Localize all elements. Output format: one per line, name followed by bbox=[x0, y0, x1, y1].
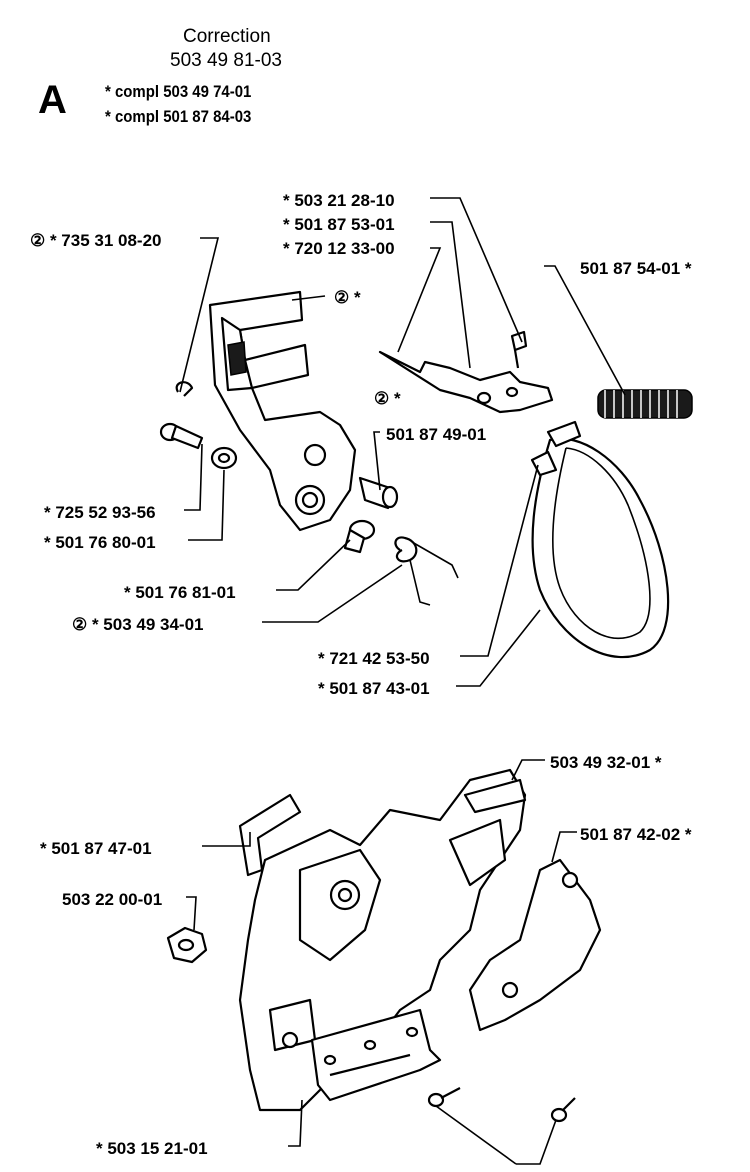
clutch-cover-part bbox=[238, 768, 527, 1112]
bolt-part bbox=[159, 422, 204, 450]
label-725-52-93-56: * 725 52 93-56 bbox=[44, 503, 156, 522]
screw-a-part bbox=[427, 1087, 461, 1108]
compl-line-1: * compl 503 49 74-01 bbox=[105, 82, 252, 101]
label-503-22-00-01: 503 22 00-01 bbox=[62, 890, 162, 909]
label-circled-2-mid: ② * bbox=[374, 389, 401, 408]
label-721-42-53-50: * 721 42 53-50 bbox=[318, 649, 430, 668]
leader-lines bbox=[179, 197, 626, 1165]
bushing-part bbox=[210, 446, 238, 470]
label-circled-2-top: ② * bbox=[334, 288, 361, 307]
label-501-87-49-01: 501 87 49-01 bbox=[386, 425, 486, 444]
side-cover-part bbox=[468, 858, 602, 1032]
lever-assembly-part bbox=[378, 330, 554, 414]
label-501-87-43-01: * 501 87 43-01 bbox=[318, 679, 430, 698]
compl-line-2: * compl 501 87 84-03 bbox=[105, 107, 252, 126]
nut-part bbox=[166, 926, 208, 964]
screw-b-part bbox=[550, 1097, 576, 1123]
header-part-number: 503 49 81-03 bbox=[170, 50, 282, 71]
label-501-87-54-01: 501 87 54-01 * bbox=[580, 259, 692, 278]
label-501-87-53-01: * 501 87 53-01 bbox=[283, 215, 395, 234]
brake-handle-part bbox=[208, 290, 357, 532]
torsion-spring-part bbox=[394, 536, 459, 606]
deflector-part bbox=[238, 793, 302, 877]
label-501-76-80-01: * 501 76 80-01 bbox=[44, 533, 156, 552]
section-letter: A bbox=[38, 78, 67, 122]
label-501-87-47-01: * 501 87 47-01 bbox=[40, 839, 152, 858]
compression-spring-part bbox=[597, 389, 693, 419]
pin-part bbox=[358, 476, 399, 510]
guide-plate-part bbox=[310, 1008, 442, 1102]
label-720-12-33-00: * 720 12 33-00 bbox=[283, 239, 395, 258]
header-title: Correction bbox=[183, 26, 271, 47]
label-735-31-08-20: ② * 735 31 08-20 bbox=[30, 231, 162, 250]
brake-band-part bbox=[530, 420, 670, 659]
label-503-15-21-01: * 503 15 21-01 bbox=[96, 1139, 208, 1158]
label-503-49-34-01: ② * 503 49 34-01 bbox=[72, 615, 204, 634]
label-503-21-28-10: * 503 21 28-10 bbox=[283, 191, 395, 210]
label-501-76-81-01: * 501 76 81-01 bbox=[124, 583, 236, 602]
label-503-49-32-01: 503 49 32-01 * bbox=[550, 753, 662, 772]
shoulder-screw-part bbox=[343, 519, 376, 554]
label-501-87-42-02: 501 87 42-02 * bbox=[580, 825, 692, 844]
clip-part bbox=[175, 381, 194, 397]
